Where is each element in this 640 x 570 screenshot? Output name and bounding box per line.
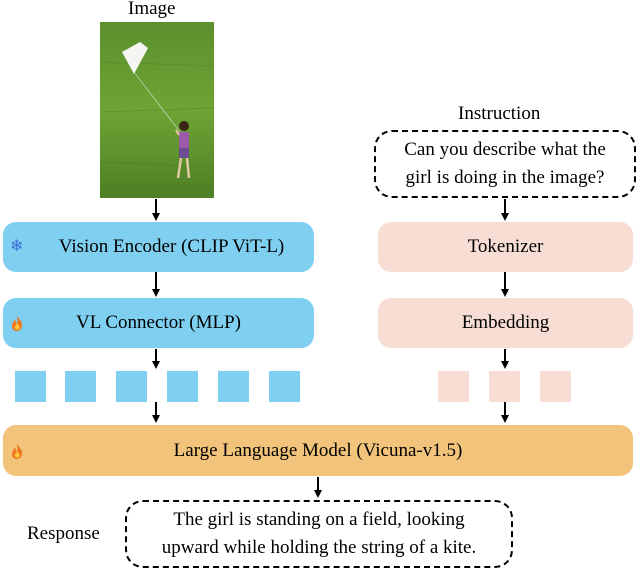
- text-token: [489, 371, 520, 402]
- llm-label: Large Language Model (Vicuna-v1.5): [173, 439, 463, 461]
- instruction-title: Instruction: [458, 103, 541, 124]
- input-photo: [100, 22, 214, 198]
- tokenizer-label: Tokenizer: [467, 236, 544, 257]
- visual-token: [167, 371, 198, 402]
- fire-icon: [12, 443, 23, 459]
- vl-connector-label: VL Connector (MLP): [76, 312, 241, 333]
- response-line-2: upward while holding the string of a kit…: [161, 537, 477, 558]
- embedding-label: Embedding: [461, 312, 550, 333]
- visual-token: [269, 371, 300, 402]
- llm-block: Large Language Model (Vicuna-v1.5): [3, 425, 633, 476]
- snowflake-icon: ❄: [10, 238, 24, 255]
- tokenizer-block: Tokenizer: [378, 222, 633, 272]
- visual-token: [65, 371, 96, 402]
- image-title: Image: [128, 0, 176, 19]
- visual-token: [15, 371, 46, 402]
- text-token: [540, 371, 571, 402]
- embedding-block: Embedding: [378, 298, 633, 348]
- vision-encoder-block: Vision Encoder (CLIP ViT-L): [3, 222, 314, 272]
- visual-token: [218, 371, 249, 402]
- text-token: [438, 371, 469, 402]
- vision-encoder-label: Vision Encoder (CLIP ViT-L): [58, 236, 285, 257]
- instruction-box: Can you describe what the girl is doing …: [374, 130, 636, 198]
- response-box: The girl is standing on a field, looking…: [125, 500, 513, 568]
- fire-icon: [12, 315, 23, 331]
- instruction-line-2: girl is doing in the image?: [405, 167, 605, 188]
- response-title: Response: [27, 523, 100, 544]
- response-line-1: The girl is standing on a field, looking: [173, 509, 465, 530]
- vl-connector-block: VL Connector (MLP): [3, 298, 314, 348]
- visual-token: [116, 371, 147, 402]
- instruction-line-1: Can you describe what the: [404, 139, 606, 160]
- kite-shape: [122, 42, 148, 74]
